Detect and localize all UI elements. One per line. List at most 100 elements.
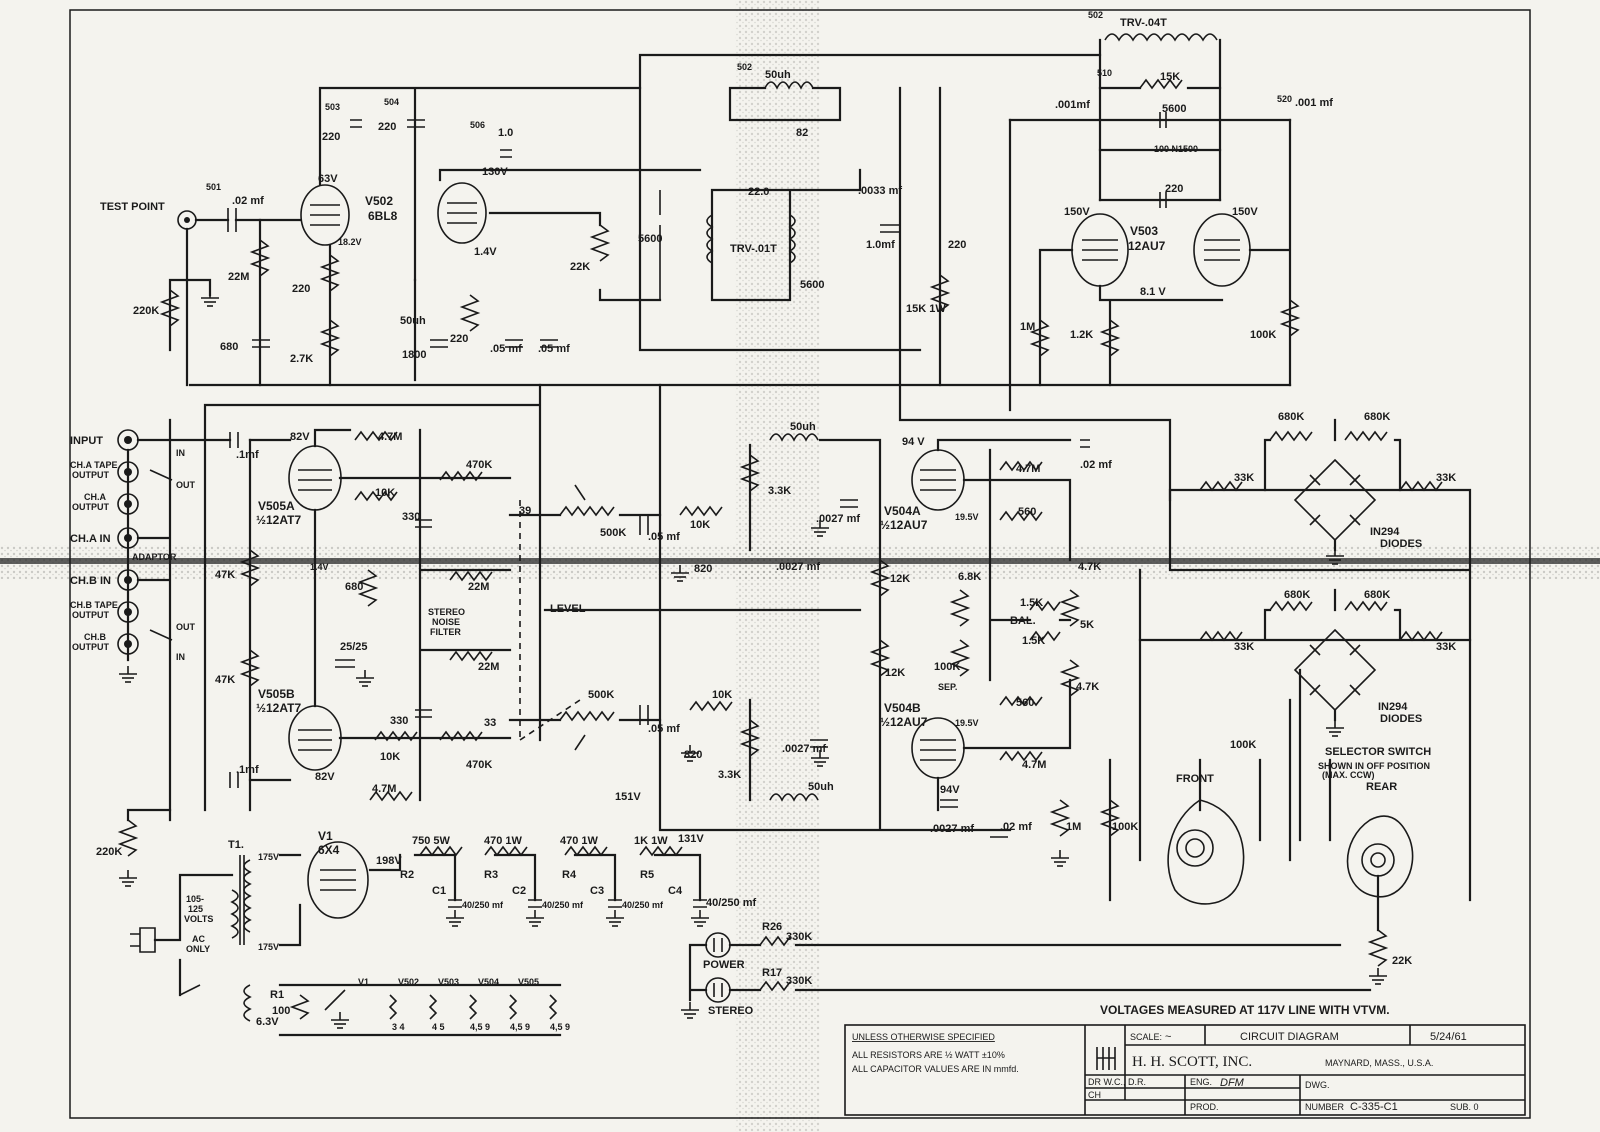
v1-type: 6X4 [318, 843, 340, 857]
c1-label: C1 [432, 885, 446, 897]
title-block: UNLESS OTHERWISE SPECIFIED ALL RESISTORS… [844, 1024, 1526, 1116]
tb-number-value: C-335-C1 [1350, 1101, 1398, 1113]
heater-v504: V504 [478, 977, 499, 987]
r547-value: 33K [1234, 472, 1254, 484]
r505-value: 220 [450, 333, 468, 345]
c505-value: 1800 [402, 349, 426, 361]
level-label: LEVEL [550, 603, 586, 615]
stereo-noise-filter-2: NOISE [432, 617, 460, 627]
volt-175a: 175V [258, 852, 279, 862]
selector-note-1: SHOWN IN OFF POSITION [1318, 761, 1430, 771]
tb-date: 5/24/61 [1430, 1031, 1467, 1043]
c504-tag: 504 [384, 97, 399, 107]
c502-value: 680 [220, 341, 238, 353]
volt-150a: 150V [1064, 206, 1090, 218]
ac-note-5: ONLY [186, 944, 210, 954]
r550-value: 680K [1364, 589, 1390, 601]
c525-value: 330 [390, 715, 408, 727]
rear-label: REAR [1366, 781, 1397, 793]
tb-resistors: ALL RESISTORS ARE ½ WATT ±10% [852, 1050, 1005, 1060]
r536-value: 4.7K [1078, 561, 1101, 573]
tb-eng-value: DFM [1220, 1077, 1245, 1089]
r533-value: 100K [934, 661, 960, 673]
r502-value: 22M [228, 271, 249, 283]
r545-value: 100K [1230, 739, 1256, 751]
r552-value: 33K [1436, 472, 1456, 484]
c512-value: 5600 [800, 279, 824, 291]
r1-label: R1 [270, 989, 284, 1001]
v504a-name: V504A [884, 504, 921, 518]
tb-scale-value: ~ [1165, 1031, 1171, 1043]
c2-label: C2 [512, 885, 526, 897]
r543-value: 1M [1066, 821, 1081, 833]
r27-label: R17 [762, 967, 782, 979]
c4-value: 40/250 mf [706, 897, 756, 909]
switch-out-a: OUT [176, 480, 196, 490]
v505a-name: V505A [258, 499, 295, 513]
diode-bridges [1138, 418, 1472, 902]
r524-value: 500K [600, 527, 626, 539]
diodes-a-1: IN294 [1370, 526, 1400, 538]
volt-151: 151V [615, 791, 641, 803]
tb-prod: PROD. [1190, 1102, 1219, 1112]
adaptor-label: ADAPTOR [132, 552, 177, 562]
r521-value: 22M [468, 581, 489, 593]
r527-value: 10K [712, 689, 732, 701]
volt-130: 130V [482, 166, 508, 178]
r548-value: 680K [1278, 411, 1304, 423]
c2-value: 40/250 mf [542, 900, 584, 910]
r534-value: 4.7M [1016, 463, 1040, 475]
volt-195a: 19.5V [955, 512, 979, 522]
jack-chb-tape-label-2: OUTPUT [72, 610, 110, 620]
tb-ch: CH [1088, 1090, 1101, 1100]
c534-value: .0027 mf [816, 513, 860, 525]
r2-value: 750 5W [412, 835, 451, 847]
volt-14b: 1.4V [310, 562, 329, 572]
r518-value: 10K [380, 751, 400, 763]
tb-capacitors: ALL CAPACITOR VALUES ARE IN mmfd. [852, 1064, 1019, 1074]
r539-value: 4.7M [1022, 759, 1046, 771]
c530-value: 820 [694, 563, 712, 575]
c509-value: 5600 [638, 233, 662, 245]
r553-value: 33K [1436, 641, 1456, 653]
r511-value: 100K [1250, 329, 1276, 341]
v502-name: V502 [365, 194, 393, 208]
r519-value: 4.7M [372, 783, 396, 795]
tb-number-label: NUMBER [1305, 1102, 1345, 1112]
heater-v505: V505 [518, 977, 539, 987]
c531-value: 820 [684, 749, 702, 761]
tb-unless: UNLESS OTHERWISE SPECIFIED [852, 1032, 995, 1042]
c524-value: 330 [402, 511, 420, 523]
c522-value: .1mf [236, 764, 259, 776]
ac-note-2: 125 [188, 904, 203, 914]
c520-value: .001 mf [1295, 97, 1333, 109]
selector-switch[interactable] [1167, 668, 1414, 985]
tb-eng-label: ENG. [1190, 1077, 1212, 1087]
tb-sub: SUB. 0 [1450, 1102, 1479, 1112]
volt-94b: 94V [940, 784, 960, 796]
v505-stage [117, 383, 862, 822]
c504-value: 220 [378, 121, 396, 133]
c510-value: 22.0 [748, 186, 769, 198]
c520-tag: 520 [1277, 94, 1292, 104]
v504-stage [639, 383, 1172, 902]
tb-company: H. H. SCOTT, INC. [1132, 1054, 1252, 1070]
t502-value: TRV-.04T [1120, 17, 1167, 29]
c523-value: 25/25 [340, 641, 368, 653]
tb-dr: DR W.C., D.R. [1088, 1077, 1146, 1087]
switch-out-b: OUT [176, 622, 196, 632]
jack-cha-tape-label-1: CH.A TAPE [70, 460, 118, 470]
volt-150b: 150V [1232, 206, 1258, 218]
volt-82b: 82V [315, 771, 335, 783]
heater-v502: V502 [398, 977, 419, 987]
sheet-border [69, 9, 1531, 1119]
v504b-type: ½12AU7 [880, 715, 928, 729]
v503-name: V503 [1130, 224, 1158, 238]
r2-label: R2 [400, 869, 414, 881]
jack-input[interactable] [117, 429, 139, 451]
ac-note-4: AC [192, 934, 205, 944]
c501-tag: 501 [206, 182, 221, 192]
c506-tag: 506 [470, 120, 485, 130]
sep-label: SEP. [938, 682, 957, 692]
